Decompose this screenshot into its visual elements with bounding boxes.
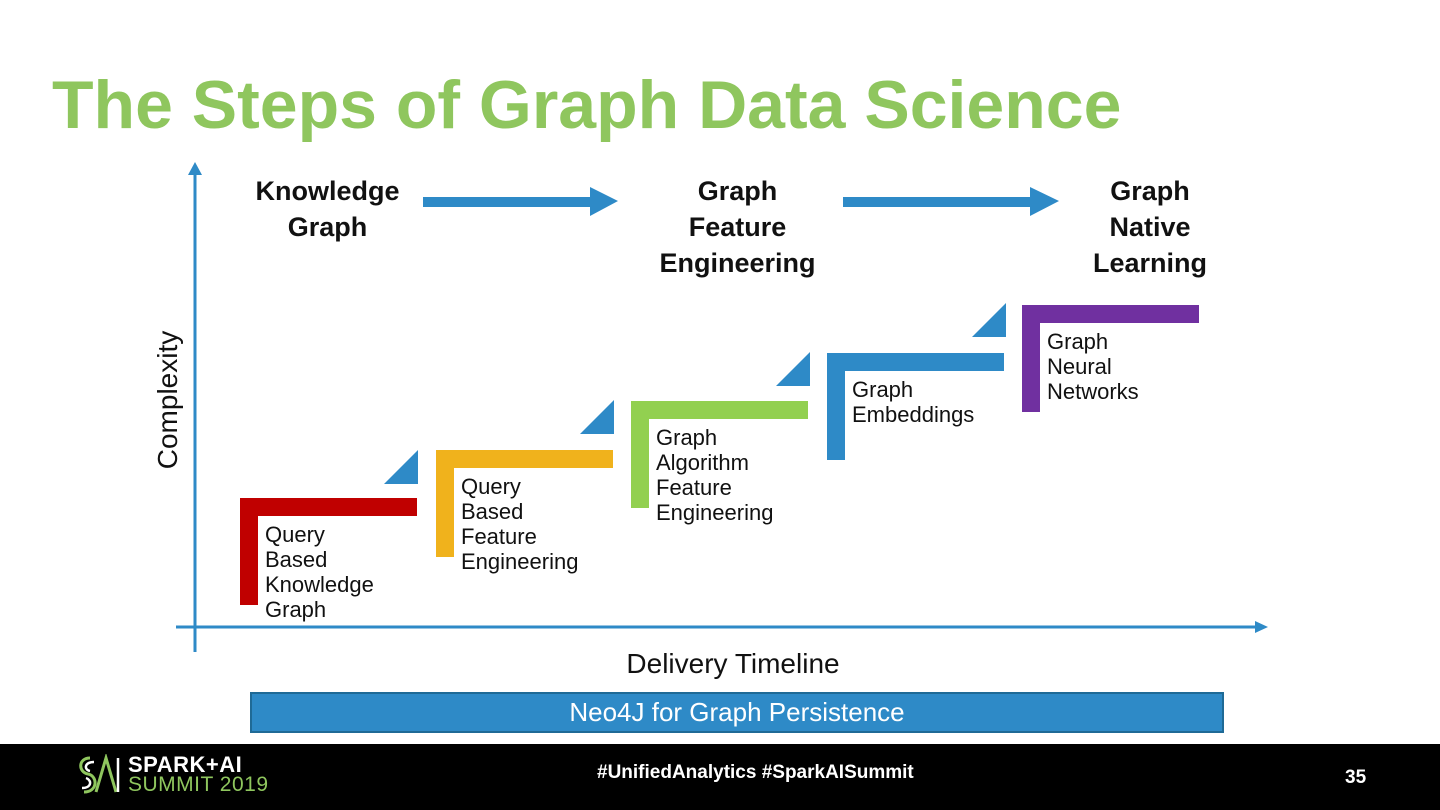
step-bar-horizontal [436,450,613,468]
step-label: Graph Embeddings [852,377,975,427]
step-bar-vertical [436,450,454,557]
step-up-triangle-icon [972,303,1006,337]
phase-graph-native-learning: Graph Native Learning [1092,176,1207,278]
step-bar-vertical [1022,305,1040,412]
logo-line1: SPARK+AI [128,752,243,777]
logo-line2: SUMMIT 2019 [128,773,269,796]
step-label: Query Based Knowledge Graph [265,522,374,622]
step-up-triangle-icon [776,352,810,386]
page-number: 35 [1345,767,1367,788]
arrow-right-icon [423,187,618,216]
foundation-bar: Neo4J for Graph Persistence [250,692,1224,733]
footer-bar [0,744,1440,810]
arrow-right-icon [843,187,1059,216]
slide-title: The Steps of Graph Data Science [52,67,1122,143]
phase-graph-feature-engineering: Graph Feature Engineering [659,176,816,278]
step-bar-vertical [240,498,258,605]
y-axis-label: Complexity [152,330,183,470]
step-bar-horizontal [631,401,808,419]
step-bar-horizontal [240,498,417,516]
step-label: Graph Neural Networks [1047,329,1139,404]
y-axis-arrow [188,162,202,652]
step-up-triangle-icon [384,450,418,484]
step-bar-vertical [631,401,649,508]
step-label: Graph Algorithm Feature Engineering [656,425,774,525]
step-bar-horizontal [827,353,1004,371]
step-bar-horizontal [1022,305,1199,323]
sa-logo-icon [79,754,120,794]
x-axis-label: Delivery Timeline [626,648,840,679]
spark-ai-summit-logo: SPARK+AI SUMMIT 2019 [72,754,269,796]
phase-knowledge-graph: Knowledge Graph [255,176,400,242]
step-bar-vertical [827,353,845,460]
step-label: Query Based Feature Engineering [461,474,579,574]
x-axis-arrow [176,621,1268,633]
foundation-label: Neo4J for Graph Persistence [569,697,905,727]
footer-hashtags: #UnifiedAnalytics #SparkAISummit [597,762,914,783]
step-up-triangle-icon [580,400,614,434]
